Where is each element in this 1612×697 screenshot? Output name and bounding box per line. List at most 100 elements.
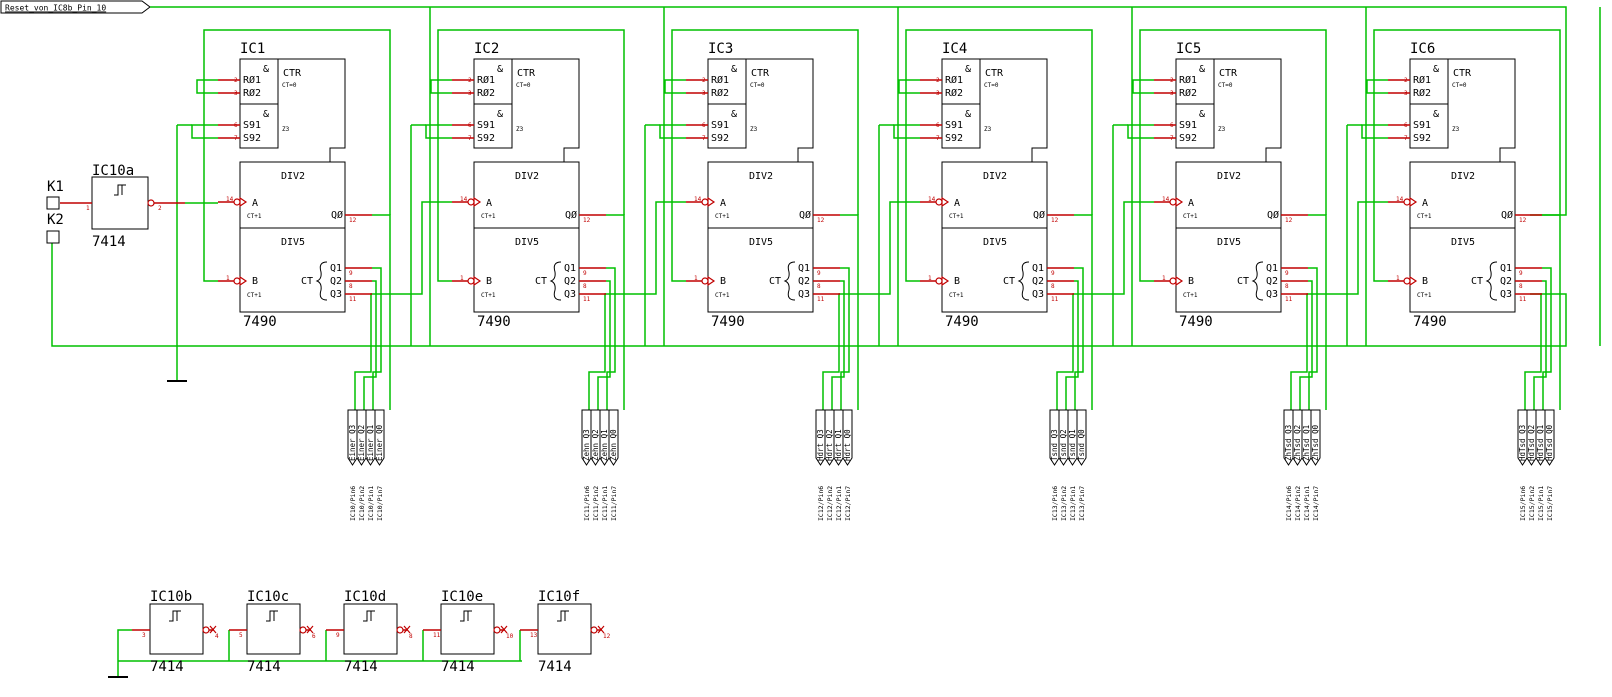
output-connector[interactable]: HdTsd_Q0 [1544,409,1555,466]
ct1-label: CT+1 [481,292,496,299]
pin-reference: IC15/Pin1 [1537,486,1545,521]
div2-label: DIV2 [1451,171,1475,182]
output-connector[interactable]: Einer_Q0 [374,409,385,466]
connector-label: Hdrt_Q2 [825,429,834,461]
output-connector[interactable]: ZhTsd_Q1 [1301,409,1312,466]
output-connector[interactable]: Tsnd_Q2 [1058,409,1069,466]
pin-reference: IC14/Pin1 [1303,486,1311,521]
output-connector[interactable]: Zehn_Q1 [599,409,610,466]
ctr-label: CTR [283,68,302,79]
output-connector[interactable]: Zehn_Q0 [608,409,619,466]
ct-label: CT [769,276,781,287]
ct1-label: CT+1 [949,292,964,299]
inverter-bubble-icon [590,626,598,634]
gate-name: IC10e [441,589,483,605]
connector-k2[interactable] [46,230,60,244]
ctr-block [1448,58,1516,162]
pin-number: 14 [928,196,936,203]
output-connector[interactable]: Einer_Q1 [365,409,376,466]
output-connector[interactable]: Tsnd_Q1 [1067,409,1078,466]
pin-reference: IC13/Pin6 [1051,486,1059,521]
brace [1017,261,1030,301]
ct1-label: CT+1 [1183,292,1198,299]
inverter-bubble-icon [396,626,404,634]
pin-number: 11 [583,296,591,303]
output-connector[interactable]: Hdrt_Q1 [833,409,844,466]
gate-type: 7414 [92,234,126,250]
output-connector[interactable]: Einer_Q3 [347,409,358,466]
output-connector[interactable]: HdTsd_Q3 [1517,409,1528,466]
clock-icon [1175,196,1184,208]
connector-shape [1535,409,1546,466]
chip-name: IC6 [1410,41,1435,57]
set9-block [1175,103,1215,149]
connector-shape [581,409,592,466]
b-label: B [954,276,960,287]
s92-label: S92 [711,133,729,144]
pin-number: 6 [1170,122,1174,129]
gate-name: IC10b [150,589,192,605]
output-connector[interactable]: HdTsd_Q1 [1535,409,1546,466]
s92-label: S92 [945,133,963,144]
output-connector[interactable]: ZhTsd_Q2 [1292,409,1303,466]
s91-label: S91 [711,120,729,131]
pin-number: 2 [234,77,238,84]
output-connector[interactable]: Hdrt_Q3 [815,409,826,466]
counters: IC1CTR&&CT=0Z3RØ1RØ2S91S92DIV2DIV5ABCT+1… [218,41,1555,521]
connector-shape [824,409,835,466]
ct1-label: CT+1 [247,292,262,299]
b-label: B [486,276,492,287]
pin-number: 7 [468,135,472,142]
reset-port[interactable]: Reset_von_IC8b_Pin_10 [0,0,151,14]
connector-shape [842,409,853,466]
connector-label: Hdrt_Q3 [816,429,825,461]
wire [1542,267,1552,410]
pin-number: 3 [1170,90,1174,97]
inverter-bubble-icon [1403,198,1411,206]
q0-label: QØ [1267,209,1279,221]
ct0-label: CT=0 [1452,82,1467,89]
output-connector[interactable]: Zehn_Q3 [581,409,592,466]
output-connector[interactable]: Einer_Q2 [356,409,367,466]
connector-label: ZhTsd_Q0 [1311,424,1320,461]
output-connector[interactable]: HdTsd_Q2 [1526,409,1537,466]
div5-block [707,227,814,313]
ct-label: CT [1237,276,1249,287]
inverter-bubble-icon [493,626,501,634]
connector-k2-label: K2 [47,212,64,228]
pin-number: 2 [1404,77,1408,84]
output-connector[interactable]: Tsnd_Q3 [1049,409,1060,466]
connector-shape [1301,409,1312,466]
ct-label: CT [301,276,313,287]
div2-label: DIV2 [983,171,1007,182]
output-connector[interactable]: Hdrt_Q0 [842,409,853,466]
ct0-label: CT=0 [282,82,297,89]
s91-label: S91 [1413,120,1431,131]
connector-shape [815,409,826,466]
counter-ic5: IC5CTR&&CT=0Z3RØ1RØ2S91S92DIV2DIV5ABCT+1… [1154,41,1321,521]
s91-label: S91 [945,120,963,131]
output-connector[interactable]: Tsnd_Q0 [1076,409,1087,466]
q2-label: Q2 [1500,276,1512,287]
z3-label: Z3 [984,126,992,133]
output-connector[interactable]: ZhTsd_Q3 [1283,409,1294,466]
output-connector[interactable]: Zehn_Q2 [590,409,601,466]
no-connect-icon [209,625,217,634]
pin-number: 8 [1519,283,1523,290]
pin-reference: IC12/Pin6 [817,486,825,521]
pin-number: 1 [1162,275,1166,282]
wire [1139,29,1327,282]
connector-k1[interactable] [46,196,60,210]
schmitt-icon [266,610,278,622]
r02-label: RØ2 [243,87,261,99]
pin-number: 3 [702,90,706,97]
pin-number: 11 [349,296,357,303]
ctr-block [746,58,814,162]
and-label: & [1199,64,1205,75]
output-connector[interactable]: Hdrt_Q2 [824,409,835,466]
chip-name: IC4 [942,41,967,57]
counter-ic1: IC1CTR&&CT=0Z3RØ1RØ2S91S92DIV2DIV5ABCT+1… [218,41,385,521]
output-connector[interactable]: ZhTsd_Q0 [1310,409,1321,466]
ct0-label: CT=0 [516,82,531,89]
